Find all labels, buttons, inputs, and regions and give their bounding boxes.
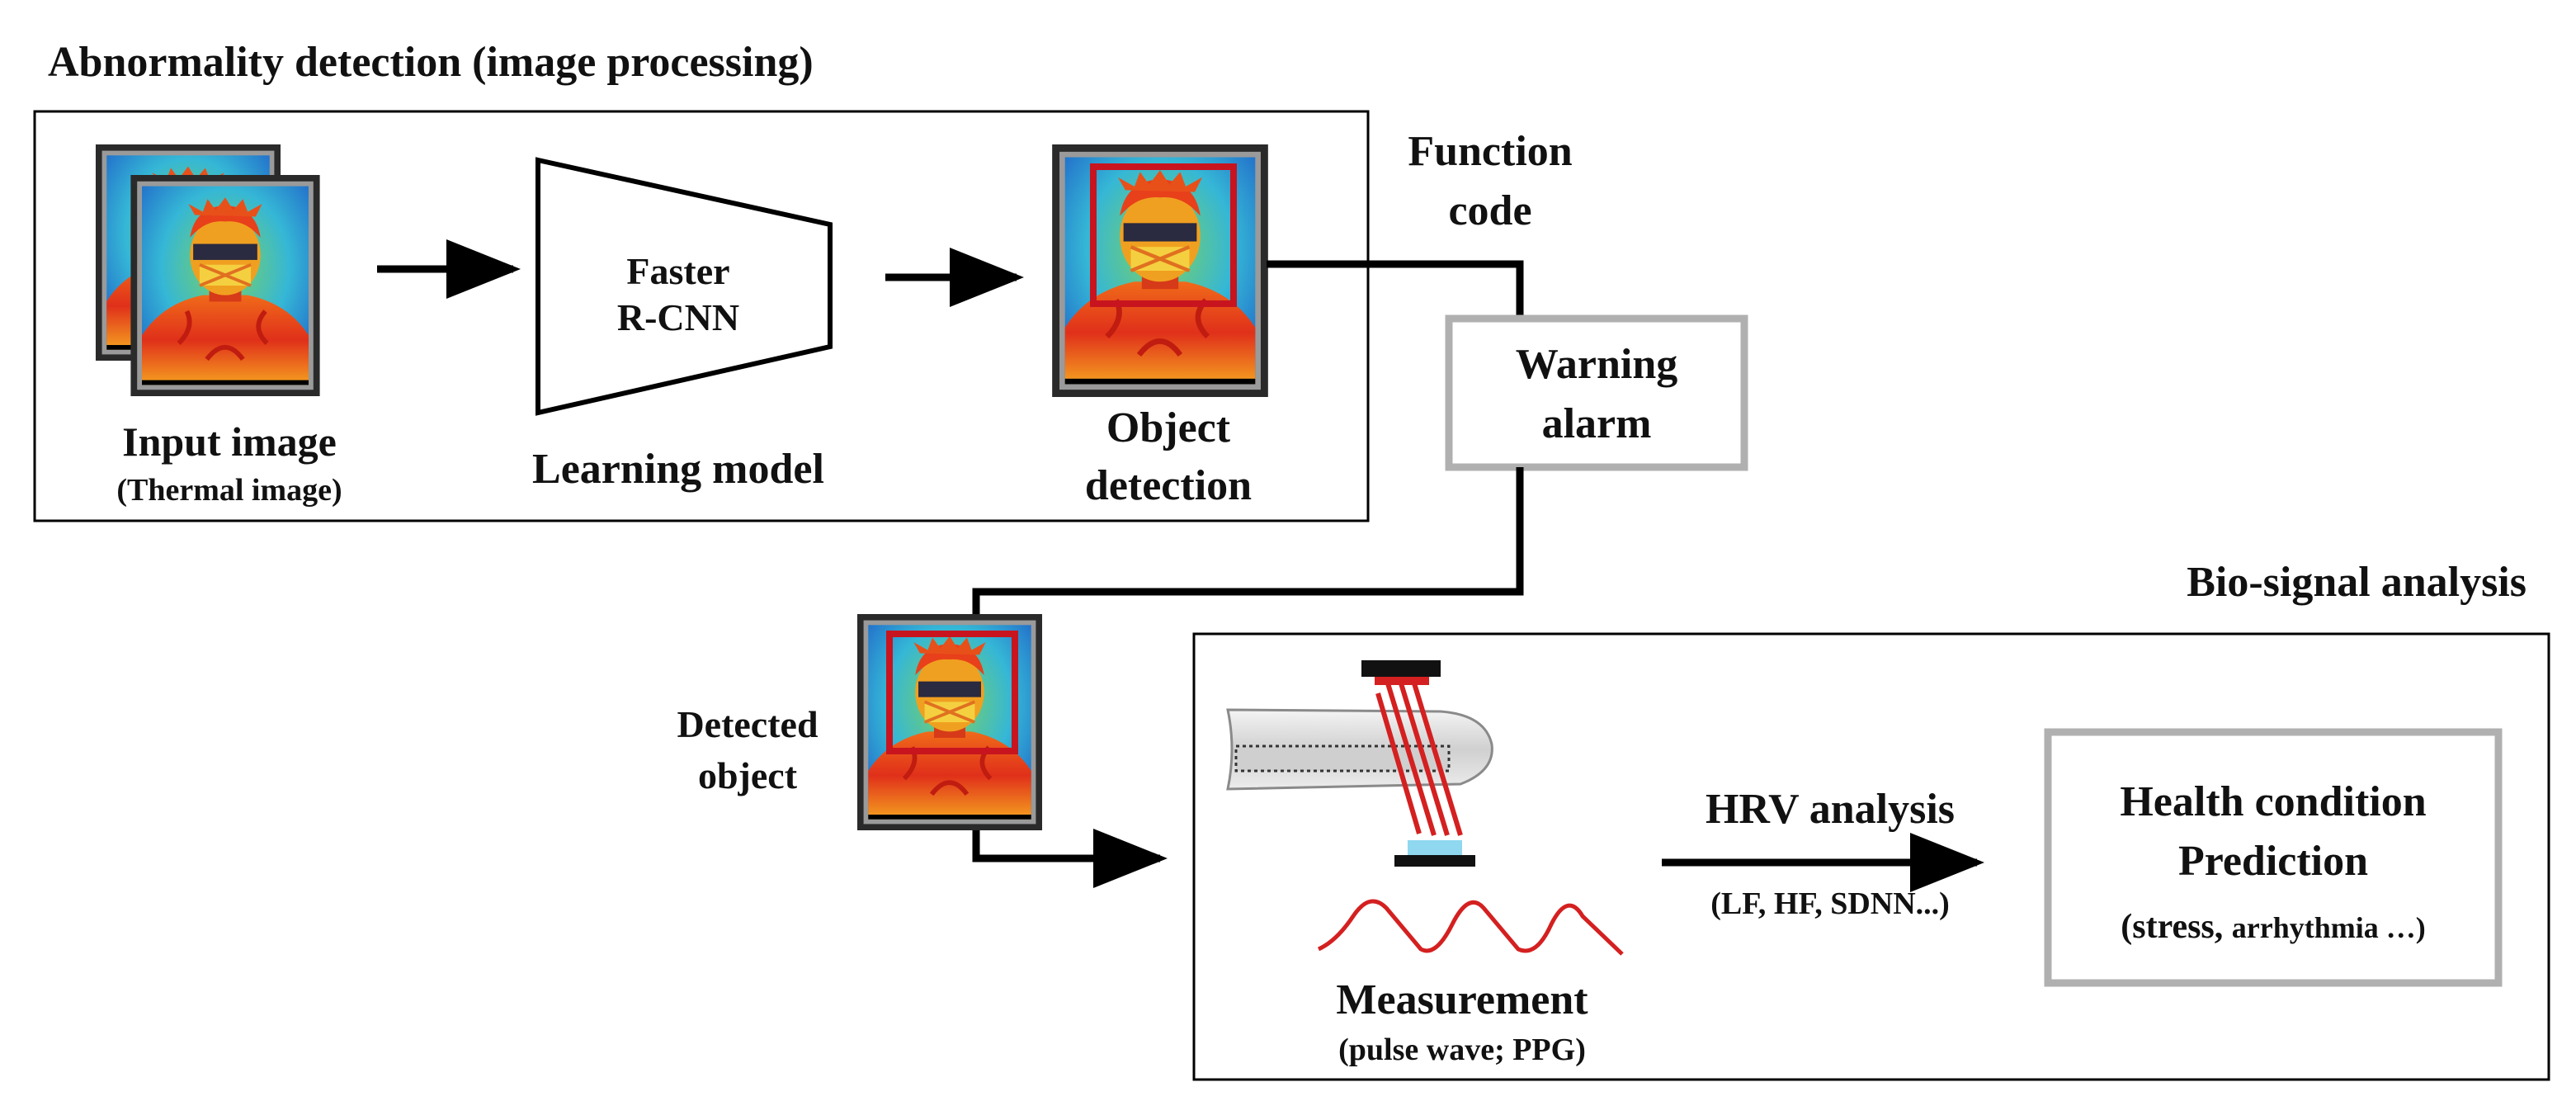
connector-alarm-to-detected-object xyxy=(972,467,1524,614)
model-name-line1: Faster xyxy=(626,250,729,292)
arrow-detected-to-measurement xyxy=(972,829,1168,888)
health-prediction-box xyxy=(2044,728,2503,987)
measurement-label: Measurement xyxy=(1336,976,1588,1023)
health-sublabel-a: (stress, xyxy=(2121,908,2223,946)
function-code-line1: Function xyxy=(1408,128,1572,175)
health-line1: Health condition xyxy=(2120,778,2426,825)
finger-bone xyxy=(1234,744,1451,773)
led-emitter xyxy=(1361,660,1441,677)
warning-alarm-box xyxy=(1445,314,1748,471)
detection-bounding-box xyxy=(1090,163,1237,307)
ppg-sensor-illustration xyxy=(1226,660,1624,956)
health-line2: Prediction xyxy=(2178,838,2368,885)
learning-model-label: Learning model xyxy=(532,446,824,493)
abnormality-section-title: Abnormality detection (image processing) xyxy=(48,39,814,86)
hrv-sublabel: (LF, HF, SDNN...) xyxy=(1710,886,1950,921)
abnormality-frame xyxy=(33,110,1370,522)
biosignal-section-title: Bio-signal analysis xyxy=(2187,559,2526,606)
warning-alarm-line2: alarm xyxy=(1542,400,1652,447)
light-rays xyxy=(1375,683,1463,836)
ppg-waveform xyxy=(1317,899,1624,956)
input-thermal-image-front xyxy=(130,175,319,396)
connector-detection-to-alarm xyxy=(1267,260,1524,319)
led-emitter-face xyxy=(1375,677,1429,685)
health-sublabel-b: arrhythmia …) xyxy=(2232,911,2426,944)
object-detection-line1: Object xyxy=(1106,404,1231,451)
function-code-line2: code xyxy=(1448,187,1531,234)
detected-object-image xyxy=(857,614,1042,830)
biosignal-frame xyxy=(1192,632,2550,1081)
input-image-sublabel: (Thermal image) xyxy=(116,473,342,508)
photodetector xyxy=(1394,855,1475,867)
health-sublabel: (stress, arrhythmia …) xyxy=(2121,908,2426,946)
object-detection-image xyxy=(1052,144,1268,397)
input-image-label: Input image xyxy=(122,418,337,465)
warning-alarm-line1: Warning xyxy=(1516,341,1678,388)
object-detection-line2: detection xyxy=(1085,462,1252,509)
detected-object-line1: Detected xyxy=(677,703,819,745)
hrv-label: HRV analysis xyxy=(1706,786,1955,833)
measurement-sublabel: (pulse wave; PPG) xyxy=(1338,1033,1586,1067)
photodetector-face xyxy=(1408,840,1462,855)
learning-model-trapezoid xyxy=(535,157,833,416)
detected-bounding-box xyxy=(886,631,1018,754)
model-name-line2: R-CNN xyxy=(617,296,739,338)
detected-object-line2: object xyxy=(698,754,798,796)
